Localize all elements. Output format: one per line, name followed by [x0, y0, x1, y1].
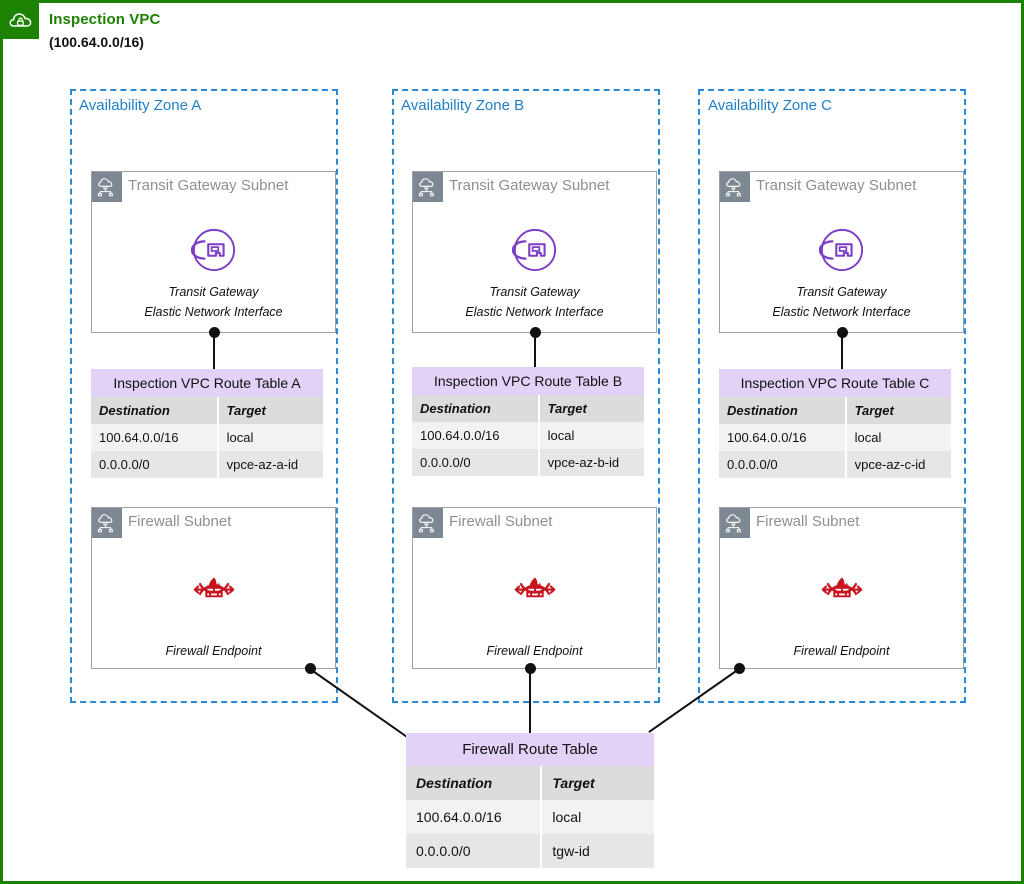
cell-destination: 0.0.0.0/0 [406, 834, 543, 868]
firewall-endpoint-label: Firewall Endpoint [486, 644, 583, 658]
cell-target: local [846, 424, 951, 451]
cell-target: vpce-az-b-id [539, 449, 644, 476]
cell-target: local [218, 424, 323, 451]
transit-gateway-eni-label-line2: Elastic Network Interface [144, 305, 283, 319]
firewall-subnet-a: Firewall Subnet Firewall Endpoint [91, 507, 336, 669]
subnet-icon [413, 508, 443, 538]
transit-gateway-eni-label-line1: Transit Gateway [489, 285, 580, 299]
inspection-vpc-route-table-b: Inspection VPC Route Table B Destination… [412, 367, 644, 476]
connector-firewall-b-to-firewall-route-table [529, 668, 531, 734]
route-table-b-title: Inspection VPC Route Table B [412, 367, 644, 395]
firewall-endpoint-label: Firewall Endpoint [793, 644, 890, 658]
firewall-subnet-c-title: Firewall Subnet [756, 513, 860, 530]
transit-gateway-subnet-c: Transit Gateway Subnet Transit Gateway E… [719, 171, 964, 333]
availability-zone-b [392, 89, 660, 703]
transit-gateway-eni-icon [190, 227, 237, 273]
cell-destination: 0.0.0.0/0 [412, 449, 540, 476]
route-table-c-header-row: Destination Target [719, 397, 951, 424]
inspection-vpc-route-table-c: Inspection VPC Route Table C Destination… [719, 369, 951, 478]
availability-zone-a [70, 89, 338, 703]
table-row: 100.64.0.0/16 local [412, 422, 644, 449]
availability-zone-a-label: Availability Zone A [79, 97, 202, 114]
firewall-subnet-b-title: Firewall Subnet [449, 513, 553, 530]
connector-dot [529, 327, 541, 338]
transit-gateway-subnet-a: Transit Gateway Subnet Transit Gateway E… [91, 171, 336, 333]
route-table-b-header-row: Destination Target [412, 395, 644, 422]
subnet-icon [720, 508, 750, 538]
transit-gateway-eni-icon [818, 227, 865, 273]
column-header-target: Target [846, 397, 951, 424]
inspection-vpc-route-table-a: Inspection VPC Route Table A Destination… [91, 369, 323, 478]
route-table-c-title: Inspection VPC Route Table C [719, 369, 951, 397]
firewall-route-table-header-row: Destination Target [406, 766, 654, 800]
firewall-subnet-b: Firewall Subnet Firewall Endpoint [412, 507, 657, 669]
firewall-route-table-title: Firewall Route Table [406, 733, 654, 766]
table-row: 0.0.0.0/0 vpce-az-b-id [412, 449, 644, 476]
availability-zone-b-label: Availability Zone B [401, 97, 525, 114]
vpc-title: Inspection VPC [49, 11, 161, 28]
connector-tgw-a-to-route-table [213, 333, 215, 371]
transit-gateway-eni-icon [511, 227, 558, 273]
cell-destination: 100.64.0.0/16 [412, 422, 540, 449]
transit-gateway-subnet-b: Transit Gateway Subnet Transit Gateway E… [412, 171, 657, 333]
availability-zone-c [698, 89, 966, 703]
table-row: 0.0.0.0/0 vpce-az-a-id [91, 451, 323, 478]
column-header-target: Target [539, 395, 644, 422]
column-header-target: Target [218, 397, 323, 424]
cell-destination: 0.0.0.0/0 [719, 451, 847, 478]
transit-gateway-eni-label-line2: Elastic Network Interface [465, 305, 604, 319]
connector-dot [208, 327, 220, 338]
firewall-route-table: Firewall Route Table Destination Target … [406, 733, 654, 868]
connector-dot [836, 327, 848, 338]
firewall-subnet-c: Firewall Subnet Firewall Endpoint [719, 507, 964, 669]
cell-destination: 100.64.0.0/16 [91, 424, 219, 451]
firewall-endpoint-icon [817, 564, 867, 614]
subnet-icon [92, 172, 122, 202]
cell-destination: 100.64.0.0/16 [719, 424, 847, 451]
column-header-destination: Destination [719, 397, 847, 424]
table-row: 100.64.0.0/16 local [406, 800, 654, 834]
transit-gateway-eni-label-line1: Transit Gateway [168, 285, 259, 299]
connector-tgw-b-to-route-table [534, 333, 536, 369]
subnet-icon [92, 508, 122, 538]
transit-gateway-eni-label-line2: Elastic Network Interface [772, 305, 911, 319]
table-row: 0.0.0.0/0 vpce-az-c-id [719, 451, 951, 478]
cell-target: vpce-az-a-id [218, 451, 323, 478]
route-table-a-title: Inspection VPC Route Table A [91, 369, 323, 397]
subnet-icon [720, 172, 750, 202]
route-table-a-header-row: Destination Target [91, 397, 323, 424]
vpc-cloud-lock-icon [3, 3, 39, 39]
cell-destination: 0.0.0.0/0 [91, 451, 219, 478]
firewall-endpoint-icon [510, 564, 560, 614]
cell-target: vpce-az-c-id [846, 451, 951, 478]
transit-gateway-subnet-c-title: Transit Gateway Subnet [756, 177, 917, 194]
table-row: 100.64.0.0/16 local [719, 424, 951, 451]
firewall-endpoint-icon [189, 564, 239, 614]
firewall-subnet-a-title: Firewall Subnet [128, 513, 232, 530]
transit-gateway-subnet-a-title: Transit Gateway Subnet [128, 177, 289, 194]
table-row: 0.0.0.0/0 tgw-id [406, 834, 654, 868]
column-header-destination: Destination [91, 397, 219, 424]
availability-zone-c-label: Availability Zone C [708, 97, 832, 114]
transit-gateway-subnet-b-title: Transit Gateway Subnet [449, 177, 610, 194]
cell-target: local [539, 422, 644, 449]
connector-dot [734, 663, 745, 674]
firewall-endpoint-label: Firewall Endpoint [165, 644, 262, 658]
vpc-cidr: (100.64.0.0/16) [49, 34, 144, 50]
column-header-destination: Destination [412, 395, 540, 422]
connector-tgw-c-to-route-table [841, 333, 843, 371]
transit-gateway-eni-label-line1: Transit Gateway [796, 285, 887, 299]
cell-destination: 100.64.0.0/16 [406, 800, 543, 834]
column-header-target: Target [542, 766, 654, 800]
subnet-icon [413, 172, 443, 202]
cell-target: local [542, 800, 654, 834]
cell-target: tgw-id [542, 834, 654, 868]
table-row: 100.64.0.0/16 local [91, 424, 323, 451]
column-header-destination: Destination [406, 766, 543, 800]
